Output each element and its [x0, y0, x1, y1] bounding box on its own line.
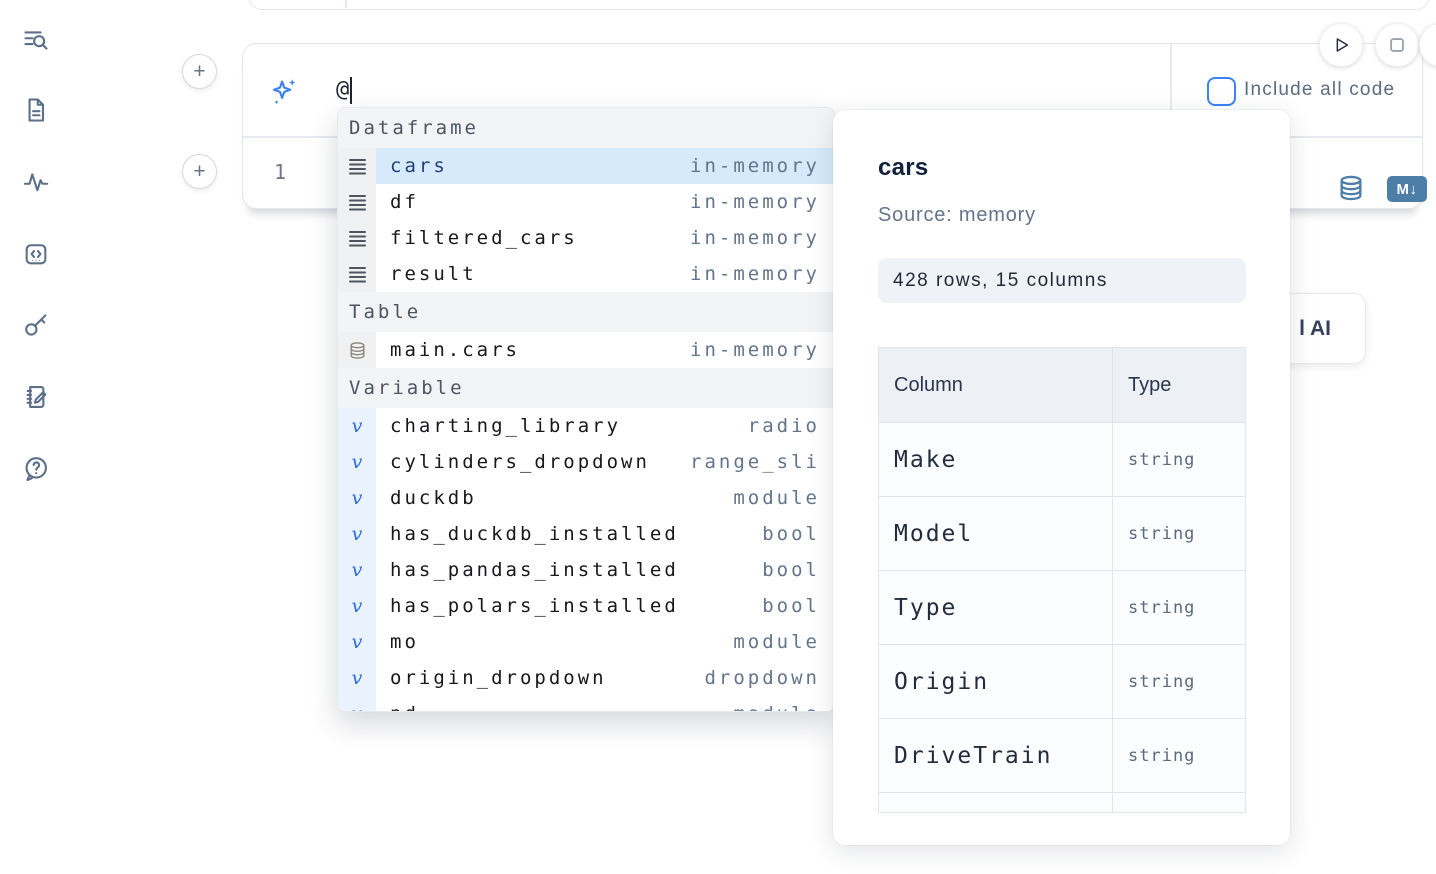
preview-stats-badge: 428 rows, 15 columns: [878, 258, 1246, 303]
autocomplete-item-main-cars[interactable]: main.cars in-memory: [338, 332, 834, 368]
column-header: Column: [894, 373, 963, 396]
ai-prompt-row: @ Include all code: [243, 44, 1422, 136]
variable-icon: v: [338, 588, 376, 624]
prompt-value: @: [336, 77, 350, 102]
play-icon: [1336, 38, 1349, 52]
autocomplete-item-has-polars-installed[interactable]: v has_polars_installed bool: [338, 588, 834, 624]
variable-icon: v: [338, 624, 376, 660]
key-icon[interactable]: [22, 311, 50, 339]
markdown-convert-icon[interactable]: M↓: [1387, 176, 1427, 202]
file-icon[interactable]: [22, 96, 50, 124]
variable-icon: v: [338, 444, 376, 480]
autocomplete-section-header: Variable: [338, 368, 834, 408]
autocomplete-dropdown: Dataframe cars in-memory df in-memory fi…: [337, 107, 835, 712]
prompt-divider-vertical: [1170, 44, 1172, 136]
autocomplete-item-mo[interactable]: v mo module: [338, 624, 834, 660]
autocomplete-item-cars[interactable]: cars in-memory: [338, 148, 834, 184]
table-row: Type string: [879, 570, 1245, 644]
database-icon: [338, 332, 376, 368]
run-cell-button[interactable]: [1319, 23, 1363, 67]
snippets-icon[interactable]: [22, 240, 50, 268]
autocomplete-item-result[interactable]: result in-memory: [338, 256, 834, 292]
variable-icon: v: [338, 516, 376, 552]
table-header-row: Column Type: [879, 348, 1245, 422]
previous-cell-gutter-divider: [345, 0, 347, 8]
preview-schema-table: Column Type Make string Model string Typ…: [878, 347, 1246, 813]
autocomplete-section-header: Dataframe: [338, 108, 834, 148]
add-cell-button-bottom[interactable]: +: [182, 154, 217, 189]
table-row: Origin string: [879, 644, 1245, 718]
table-row: Model string: [879, 496, 1245, 570]
generate-with-ai-label: l AI: [1299, 316, 1331, 340]
autocomplete-item-has-pandas-installed[interactable]: v has_pandas_installed bool: [338, 552, 834, 588]
help-icon[interactable]: [22, 455, 50, 483]
variable-icon: v: [338, 408, 376, 444]
dataframe-icon: [338, 220, 376, 256]
add-cell-button-top[interactable]: +: [182, 54, 217, 89]
preview-title: cars: [878, 154, 929, 181]
variable-icon: v: [338, 696, 376, 711]
dataframe-icon: [338, 184, 376, 220]
include-all-code-label: Include all code: [1244, 79, 1396, 100]
autocomplete-item-cylinders-dropdown[interactable]: v cylinders_dropdown range_sli: [338, 444, 834, 480]
autocomplete-item-clipped[interactable]: v pd module: [338, 696, 834, 711]
table-row-partial: [879, 792, 1245, 812]
dataframe-icon: [338, 148, 376, 184]
stop-cell-button[interactable]: [1375, 23, 1419, 67]
variable-icon: v: [338, 480, 376, 516]
scratchpad-icon[interactable]: [22, 383, 50, 411]
dataframe-preview-panel: cars Source: memory 428 rows, 15 columns…: [833, 110, 1290, 845]
type-header: Type: [1112, 348, 1245, 422]
stop-icon: [1390, 38, 1404, 52]
autocomplete-item-charting-library[interactable]: v charting_library radio: [338, 408, 834, 444]
preview-source: Source: memory: [878, 204, 1036, 226]
autocomplete-item-filtered-cars[interactable]: filtered_cars in-memory: [338, 220, 834, 256]
autocomplete-item-duckdb[interactable]: v duckdb module: [338, 480, 834, 516]
table-row: DriveTrain string: [879, 718, 1245, 792]
editor-line-number: 1: [273, 160, 287, 184]
table-row: Make string: [879, 422, 1245, 496]
sparkles-icon: [269, 76, 299, 106]
variable-icon: v: [338, 660, 376, 696]
variable-icon: v: [338, 552, 376, 588]
include-all-code-checkbox[interactable]: [1207, 77, 1236, 106]
autocomplete-section-header: Table: [338, 292, 834, 332]
dataframe-icon: [338, 256, 376, 292]
autocomplete-item-has-duckdb-installed[interactable]: v has_duckdb_installed bool: [338, 516, 834, 552]
left-sidebar: [0, 0, 72, 874]
activity-icon[interactable]: [22, 168, 50, 196]
autocomplete-item-df[interactable]: df in-memory: [338, 184, 834, 220]
previous-cell-edge: [248, 0, 1430, 10]
datasource-icon[interactable]: [1335, 174, 1367, 202]
autocomplete-item-origin-dropdown[interactable]: v origin_dropdown dropdown: [338, 660, 834, 696]
toc-search-icon[interactable]: [22, 26, 50, 54]
ai-prompt-input[interactable]: @: [336, 75, 1036, 105]
text-caret: [350, 76, 353, 104]
